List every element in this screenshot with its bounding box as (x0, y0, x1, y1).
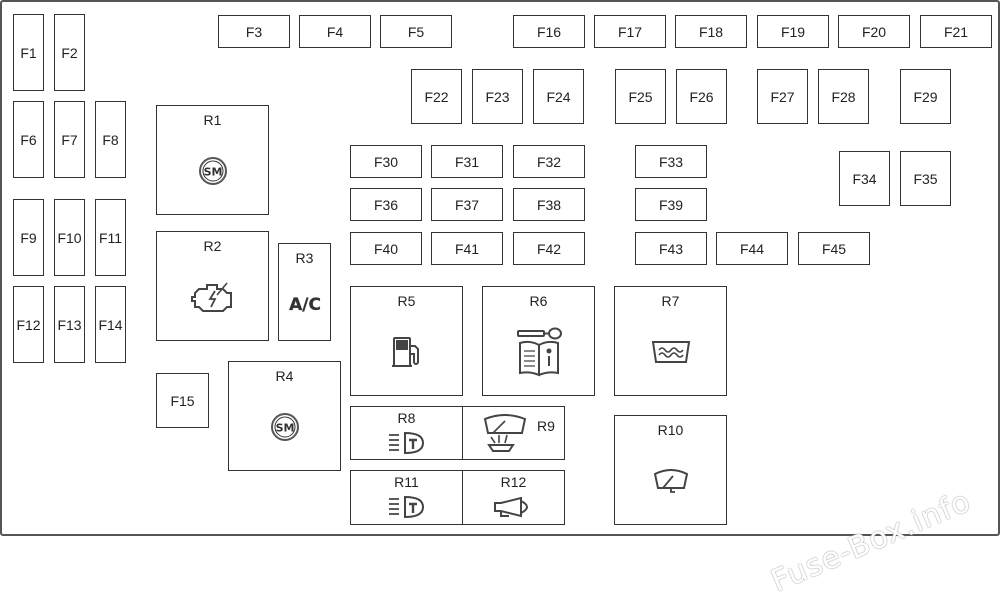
fuse-f8: F8 (95, 101, 126, 178)
fuse-f16: F16 (513, 15, 585, 48)
relay-r3: R3 A/C (278, 243, 331, 341)
relay-label: R5 (397, 293, 416, 309)
start-motor-icon: SM (198, 157, 227, 185)
fuel-pump-icon (391, 337, 419, 367)
wiper-icon (653, 469, 688, 493)
fuse-f6: F6 (13, 101, 44, 178)
relay-label: R8 (397, 410, 416, 426)
relay-r4: R4 SM (228, 361, 341, 471)
fuse-f28: F28 (818, 69, 869, 124)
fuse-f27: F27 (757, 69, 808, 124)
relay-label: R3 (295, 250, 314, 266)
rear-defrost-icon (651, 341, 690, 363)
fuse-f24: F24 (533, 69, 584, 124)
fuse-f29: F29 (900, 69, 951, 124)
relay-label: R9 (537, 418, 555, 434)
key-manual-icon (516, 327, 562, 377)
fuse-f44: F44 (716, 232, 788, 265)
fuse-f4: F4 (299, 15, 371, 48)
fuse-f32: F32 (513, 145, 585, 178)
svg-text:A/C: A/C (289, 295, 321, 315)
fuse-f14: F14 (95, 286, 126, 363)
fuse-f36: F36 (350, 188, 422, 221)
fuse-f10: F10 (54, 199, 85, 276)
relay-label: R4 (275, 368, 294, 384)
fuse-f26: F26 (676, 69, 727, 124)
relay-r10: R10 (614, 415, 727, 525)
engine-icon (190, 282, 232, 312)
fog-light-icon (388, 495, 424, 519)
fuse-f43: F43 (635, 232, 707, 265)
fuse-f15: F15 (156, 373, 209, 428)
ac-icon: A/C (288, 295, 321, 315)
relay-r1: R1 SM (156, 105, 269, 215)
relay-label: R6 (529, 293, 548, 309)
start-motor-icon: SM (270, 413, 299, 441)
fuse-f3: F3 (218, 15, 290, 48)
fuse-f17: F17 (594, 15, 666, 48)
relay-r11: R11 (350, 470, 463, 525)
fuse-f2: F2 (54, 14, 85, 91)
relay-r2: R2 (156, 231, 269, 341)
fuse-f9: F9 (13, 199, 44, 276)
relay-r6: R6 (482, 286, 595, 396)
relay-label: R10 (657, 422, 684, 438)
relay-r8: R8 (350, 406, 463, 460)
fuse-f38: F38 (513, 188, 585, 221)
washer-icon (483, 414, 527, 452)
relay-r9: R9 (462, 406, 565, 460)
svg-text:SM: SM (203, 166, 222, 179)
fuse-f25: F25 (615, 69, 666, 124)
fuse-f30: F30 (350, 145, 422, 178)
fuse-f31: F31 (431, 145, 503, 178)
fuse-f41: F41 (431, 232, 503, 265)
fuse-f33: F33 (635, 145, 707, 178)
watermark: Fuse-Box.info (766, 483, 976, 599)
relay-label: R12 (500, 474, 527, 490)
fuse-f21: F21 (920, 15, 992, 48)
relay-r5: R5 (350, 286, 463, 396)
fog-light-icon (388, 431, 424, 454)
fuse-f22: F22 (411, 69, 462, 124)
fuse-f20: F20 (838, 15, 910, 48)
fuse-f1: F1 (13, 14, 44, 91)
fuse-f23: F23 (472, 69, 523, 124)
fuse-f40: F40 (350, 232, 422, 265)
horn-icon (493, 496, 528, 518)
fuse-f12: F12 (13, 286, 44, 363)
fuse-f7: F7 (54, 101, 85, 178)
relay-r12: R12 (462, 470, 565, 525)
svg-text:SM: SM (275, 422, 294, 435)
relay-r7: R7 (614, 286, 727, 396)
fuse-f5: F5 (380, 15, 452, 48)
relay-label: R11 (394, 474, 419, 490)
fuse-f19: F19 (757, 15, 829, 48)
relay-label: R1 (203, 112, 222, 128)
fuse-f37: F37 (431, 188, 503, 221)
fuse-f35: F35 (900, 151, 951, 206)
fuse-f39: F39 (635, 188, 707, 221)
relay-label: R2 (203, 238, 222, 254)
relay-label: R7 (661, 293, 680, 309)
fuse-f45: F45 (798, 232, 870, 265)
fuse-f34: F34 (839, 151, 890, 206)
fuse-f18: F18 (675, 15, 747, 48)
fuse-f11: F11 (95, 199, 126, 276)
fuse-f13: F13 (54, 286, 85, 363)
fuse-f42: F42 (513, 232, 585, 265)
